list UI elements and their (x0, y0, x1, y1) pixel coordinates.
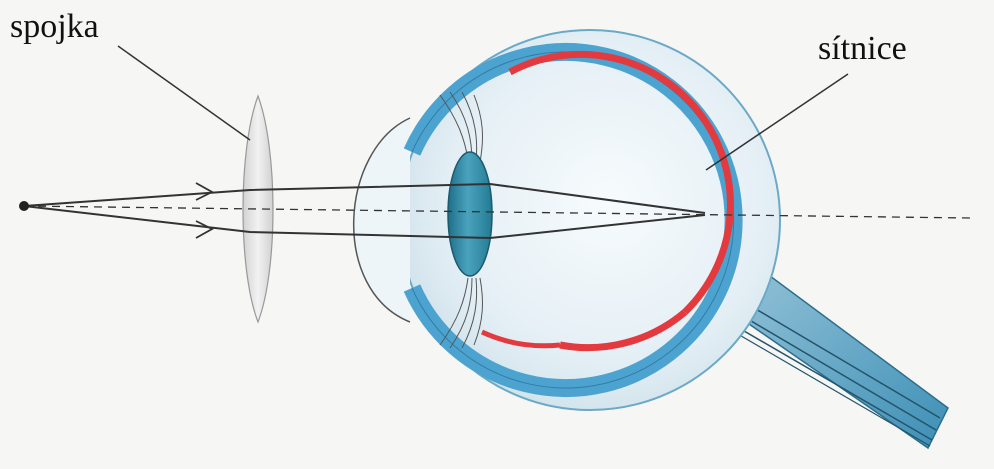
retina-leader-line (705, 73, 849, 171)
source-point (19, 201, 29, 211)
sclera (403, 43, 743, 397)
optical-axis (23, 205, 971, 219)
retina (480, 50, 734, 352)
light-rays (23, 182, 706, 240)
eyeball (353, 29, 781, 411)
converging-lens (242, 94, 274, 324)
lens-leader-line (117, 45, 251, 141)
retina-label: sítnice (818, 30, 907, 67)
eye-lens (447, 151, 493, 277)
lens-label: spojka (10, 8, 99, 45)
